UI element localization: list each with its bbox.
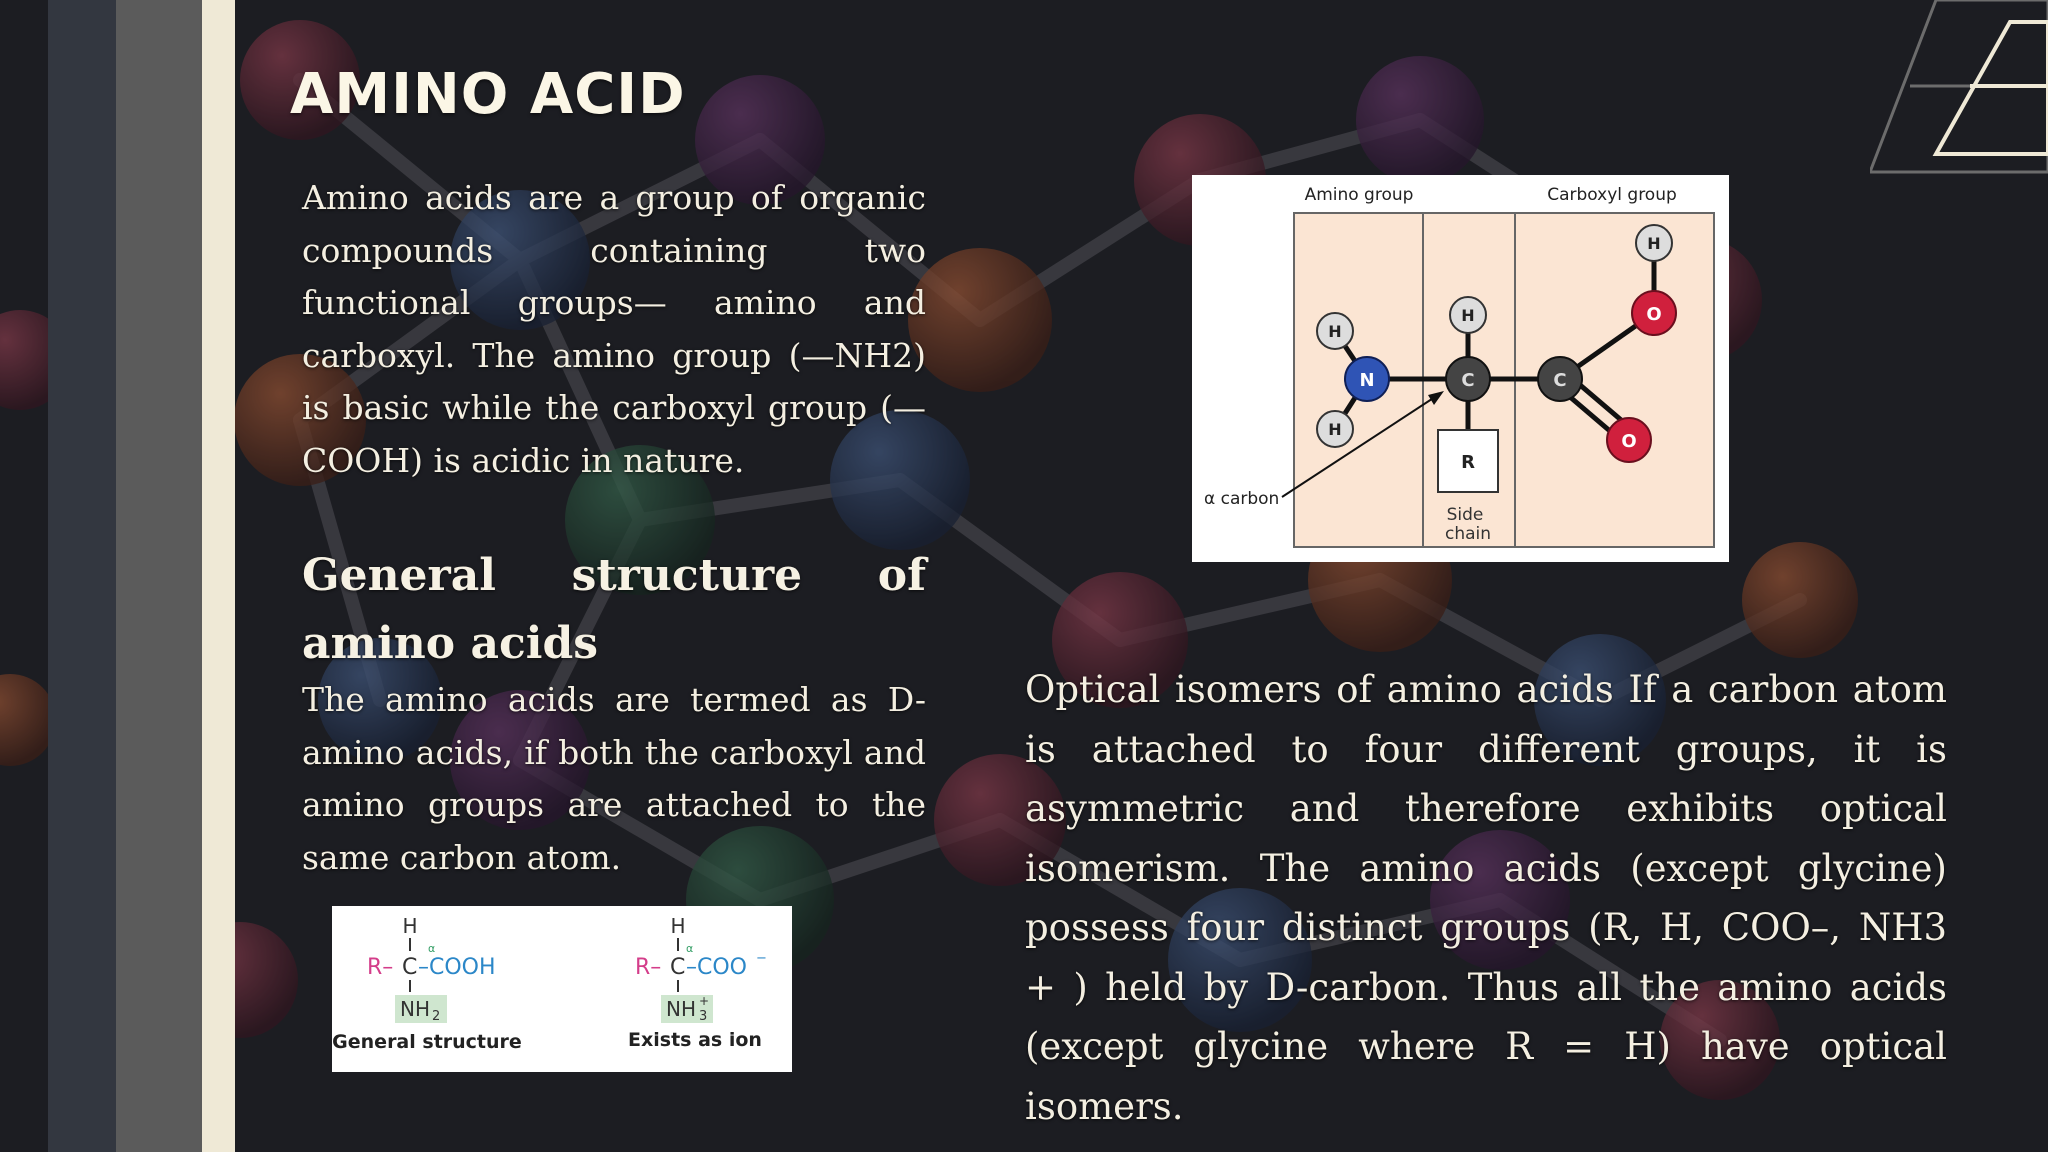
formula-h-left: H	[402, 914, 417, 938]
svg-text:R: R	[1461, 452, 1475, 473]
side-chain-r-box: R	[1437, 429, 1499, 493]
formula-nh3-subscript: 3	[699, 1009, 707, 1024]
formula-h-right: H	[670, 914, 685, 938]
svg-text:O: O	[1646, 304, 1661, 325]
formula-r-left: R–	[367, 955, 393, 980]
optical-isomer-paragraph: Optical isomers of amino acids If a carb…	[1025, 668, 1947, 1128]
formula-c-left: C	[402, 955, 417, 980]
stripe-cream	[202, 0, 235, 1152]
stripe-dark	[48, 0, 116, 1152]
formula-nh3-plus: +	[699, 994, 709, 1008]
svg-text:C: C	[1461, 370, 1474, 391]
oxygen-atom-double-bond: O	[1606, 417, 1652, 463]
hydrogen-atom-carboxyl: H	[1635, 224, 1673, 262]
formula-coo: –COO	[686, 955, 747, 980]
amino-group-label: Amino group	[1305, 185, 1414, 205]
general-structure-formula-diagram: H α R– C –COOH NH 2 General structure H …	[332, 906, 792, 1072]
formula-r-right: R–	[635, 955, 661, 980]
carboxyl-group-label: Carboxyl group	[1547, 185, 1677, 205]
structure-paragraph: The amino acids are termed as D-amino ac…	[302, 680, 926, 877]
alpha-mark-left: α	[428, 942, 435, 955]
general-structure-heading: General structure of amino acids	[302, 550, 926, 669]
corner-decoration	[1870, 0, 2048, 174]
svg-text:H: H	[1328, 420, 1341, 439]
side-chain-label-line1: Side	[1447, 505, 1484, 525]
side-chain-label-line2: chain	[1445, 524, 1491, 544]
alpha-mark-right: α	[686, 942, 693, 955]
svg-text:N: N	[1359, 370, 1374, 391]
amino-acid-molecule-diagram: Amino group Carboxyl group H	[1192, 175, 1729, 562]
slide-title: AMINO ACID	[290, 62, 686, 127]
formula-cooh: –COOH	[418, 955, 496, 980]
formula-coo-minus: −	[756, 951, 767, 966]
formula-nh3: NH	[666, 997, 696, 1021]
oxygen-atom-hydroxyl: O	[1631, 290, 1677, 336]
formula-c-right: C	[670, 955, 685, 980]
alpha-carbon-atom: C	[1445, 356, 1491, 402]
formula-nh2: NH	[400, 997, 430, 1021]
svg-text:C: C	[1553, 370, 1566, 391]
stripe-gray	[116, 0, 202, 1152]
svg-text:H: H	[1461, 306, 1474, 325]
general-structure-caption: General structure	[332, 1031, 522, 1053]
hydrogen-atom-amino-top: H	[1316, 312, 1354, 350]
svg-text:O: O	[1621, 431, 1636, 452]
intro-paragraph: Amino acids are a group of organic compo…	[302, 178, 926, 480]
formula-nh2-subscript: 2	[432, 1009, 440, 1024]
alpha-carbon-label: α carbon	[1204, 489, 1279, 509]
nitrogen-atom: N	[1344, 356, 1390, 402]
svg-text:H: H	[1647, 234, 1660, 253]
svg-text:H: H	[1328, 322, 1341, 341]
hydrogen-atom-alpha: H	[1449, 296, 1487, 334]
hydrogen-atom-amino-bottom: H	[1316, 410, 1354, 448]
exists-as-ion-caption: Exists as ion	[628, 1029, 762, 1051]
carboxyl-carbon-atom: C	[1537, 356, 1583, 402]
formula-diagram-svg: H α R– C –COOH NH 2 General structure H …	[332, 914, 767, 1053]
molecule-diagram-svg: Amino group Carboxyl group H	[1204, 185, 1715, 548]
